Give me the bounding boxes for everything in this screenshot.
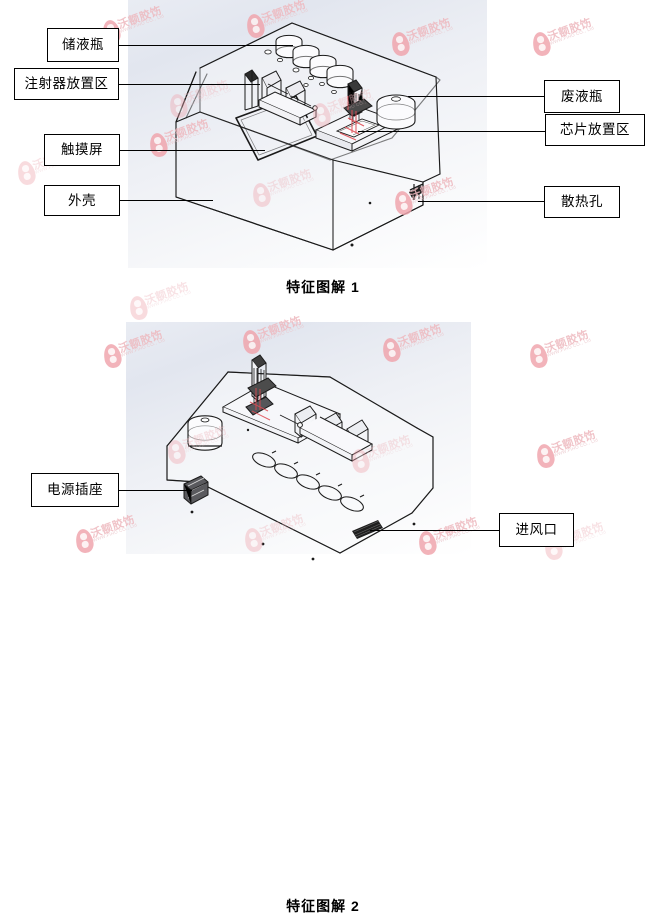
callout-label: 废液瓶	[561, 88, 603, 104]
leader-storage-bottle	[118, 45, 293, 47]
device-render-rear	[166, 354, 434, 561]
callout-label: 触摸屏	[61, 142, 103, 158]
callout-label: 外壳	[68, 192, 96, 208]
callout-touchscreen[interactable]: 触摸屏	[44, 134, 120, 166]
figure-caption-2: 特征图解 2	[286, 898, 360, 914]
vent-hole-detail	[409, 183, 424, 200]
leader-housing	[118, 200, 213, 202]
power-socket-body	[183, 475, 209, 505]
callout-storage-bottle[interactable]: 储液瓶	[47, 28, 119, 62]
figure-caption-1: 特征图解 1	[286, 279, 360, 295]
leader-touchscreen	[118, 150, 265, 152]
callout-waste-bottle[interactable]: 废液瓶	[544, 80, 620, 113]
callout-label: 进风口	[515, 522, 558, 538]
figure-panel-2: 电源插座 进风口 沃额胶饬 WWW.FIHO CO., Ltd 沃额胶饬 WWW…	[0, 310, 646, 914]
callout-label: 注射器放置区	[24, 76, 109, 92]
callout-air-inlet[interactable]: 进风口	[499, 513, 574, 547]
callout-power-socket[interactable]: 电源插座	[31, 473, 119, 507]
air-inlet-detail	[352, 520, 383, 539]
leader-power-socket	[116, 490, 192, 492]
leader-syringe-area	[118, 84, 260, 86]
leader-chip-area	[358, 131, 546, 133]
callout-housing[interactable]: 外壳	[44, 185, 120, 216]
callout-label: 芯片放置区	[560, 122, 630, 138]
callout-syringe-area[interactable]: 注射器放置区	[14, 68, 119, 100]
device-render-front	[175, 22, 441, 251]
callout-vent-hole[interactable]: 散热孔	[544, 186, 620, 218]
callout-label: 散热孔	[561, 194, 603, 210]
callout-label: 电源插座	[47, 482, 103, 498]
callout-label: 储液瓶	[62, 37, 104, 53]
leader-vent-hole	[418, 201, 545, 203]
leader-air-inlet	[370, 530, 500, 532]
callout-chip-area[interactable]: 芯片放置区	[545, 114, 645, 146]
figure-panel-1: 储液瓶 注射器放置区 触摸屏 外壳 废液瓶 芯片放置区 散热孔 沃额胶饬 WWW…	[0, 0, 646, 322]
leader-waste-bottle	[408, 96, 545, 98]
